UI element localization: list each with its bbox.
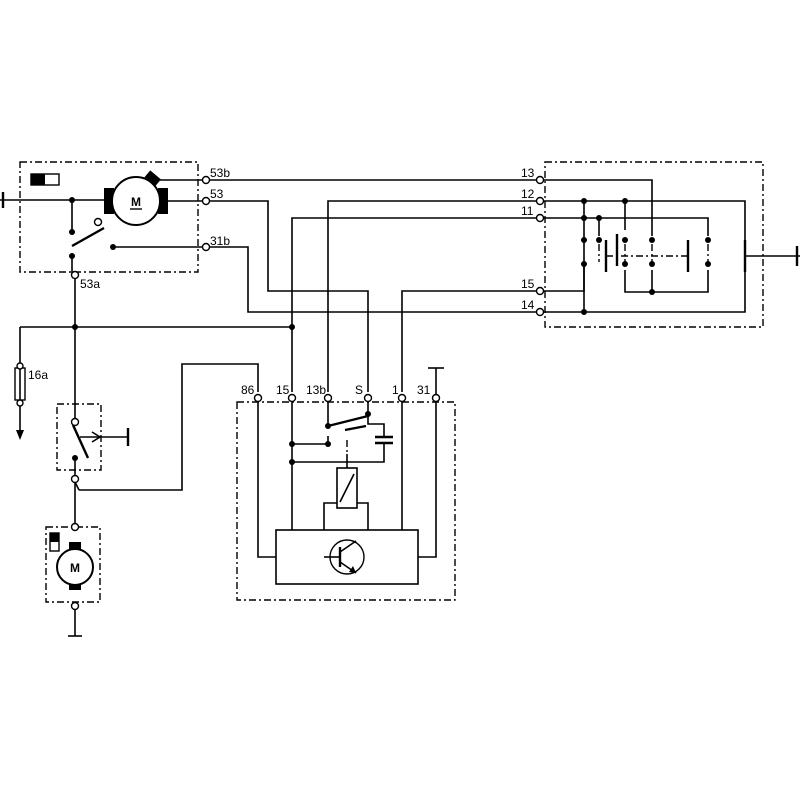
terminal-label-86: 86 [241, 383, 255, 397]
motor-label: M [131, 195, 141, 209]
terminal-label-53b: 53b [210, 166, 230, 180]
terminal-label-11: 11 [521, 204, 534, 218]
terminal-label-53: 53 [210, 187, 224, 201]
terminal-label-15-switch: 15 [521, 277, 535, 291]
motor-brush-right [158, 188, 168, 214]
motor-icon [111, 176, 161, 226]
motor-brush-left [104, 188, 114, 214]
terminal-label-31: 31 [417, 383, 431, 397]
terminal-label-14: 14 [521, 298, 535, 312]
relay-contact [327, 414, 369, 428]
arrow-down-icon [16, 430, 24, 440]
washer-pump-unit: M [45, 522, 101, 637]
relay-housing [236, 401, 456, 601]
wiper-motor-housing [19, 161, 199, 273]
terminal-label-12: 12 [521, 187, 535, 201]
motor-brush-top [144, 170, 161, 187]
wiper-switch-housing [544, 161, 764, 328]
terminal-label-s: S [355, 383, 363, 397]
terminal-label-31b: 31b [210, 234, 230, 248]
terminal-label-13b: 13b [306, 383, 326, 397]
interval-relay-unit: 86 15 13b S 1 31 [236, 367, 456, 601]
terminal-label-15: 15 [276, 383, 290, 397]
pump-motor-icon [56, 548, 94, 586]
terminal-label-53a: 53a [80, 277, 100, 291]
fuse-label: 16a [28, 368, 48, 382]
wiper-switch-unit: 13 12 11 15 14 [521, 161, 800, 328]
terminal-label-13: 13 [521, 166, 535, 180]
terminal-label-1: 1 [392, 383, 399, 397]
park-switch-contact [71, 226, 105, 248]
washer-switch [56, 363, 259, 524]
main-wiring [19, 179, 536, 418]
wiper-motor: M [104, 170, 168, 226]
fuse-16a: 16a [14, 362, 48, 440]
transistor-icon [324, 539, 365, 575]
washer-switch-contact [71, 424, 90, 459]
wiper-motor-unit: M 53b 53 31b 53a [0, 161, 230, 291]
pump-motor-label: M [70, 561, 80, 575]
